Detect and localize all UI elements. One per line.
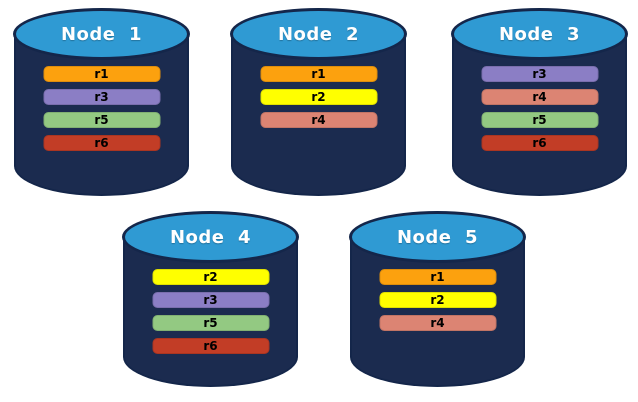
node-title: Node 5 [396, 226, 479, 248]
replica-stack: r3 r4 r5 r6 [481, 66, 598, 151]
replica-bar: r5 [481, 112, 598, 128]
replica-bar: r5 [152, 315, 269, 331]
replica-bar: r3 [43, 89, 160, 105]
node-title: Node 1 [60, 23, 143, 45]
replica-stack: r1 r2 r4 [260, 66, 377, 128]
replica-bar: r4 [379, 315, 496, 331]
node-title: Node 2 [277, 23, 360, 45]
replica-stack: r1 r3 r5 r6 [43, 66, 160, 151]
cylinder-top: Node 3 [451, 8, 628, 60]
node-2-cylinder: Node 2 r1 r2 r4 [230, 8, 407, 196]
cylinder-top: Node 1 [13, 8, 190, 60]
replica-bar: r2 [260, 89, 377, 105]
node-3-cylinder: Node 3 r3 r4 r5 r6 [451, 8, 628, 196]
replica-bar: r3 [152, 292, 269, 308]
replica-stack: r1 r2 r4 [379, 269, 496, 331]
replica-bar: r3 [481, 66, 598, 82]
cylinder-top: Node 5 [349, 211, 526, 263]
replica-bar: r1 [260, 66, 377, 82]
replica-bar: r4 [481, 89, 598, 105]
node-4-cylinder: Node 4 r2 r3 r5 r6 [122, 211, 299, 387]
cylinder-top: Node 4 [122, 211, 299, 263]
node-5-cylinder: Node 5 r1 r2 r4 [349, 211, 526, 387]
replica-bar: r2 [152, 269, 269, 285]
replica-stack: r2 r3 r5 r6 [152, 269, 269, 354]
replica-bar: r6 [481, 135, 598, 151]
replica-bar: r4 [260, 112, 377, 128]
replica-bar: r5 [43, 112, 160, 128]
cylinder-top: Node 2 [230, 8, 407, 60]
replica-bar: r1 [379, 269, 496, 285]
node-title: Node 3 [498, 23, 581, 45]
node-1-cylinder: Node 1 r1 r3 r5 r6 [13, 8, 190, 196]
replica-bar: r2 [379, 292, 496, 308]
replica-bar: r1 [43, 66, 160, 82]
node-title: Node 4 [169, 226, 252, 248]
replica-bar: r6 [43, 135, 160, 151]
replica-bar: r6 [152, 338, 269, 354]
